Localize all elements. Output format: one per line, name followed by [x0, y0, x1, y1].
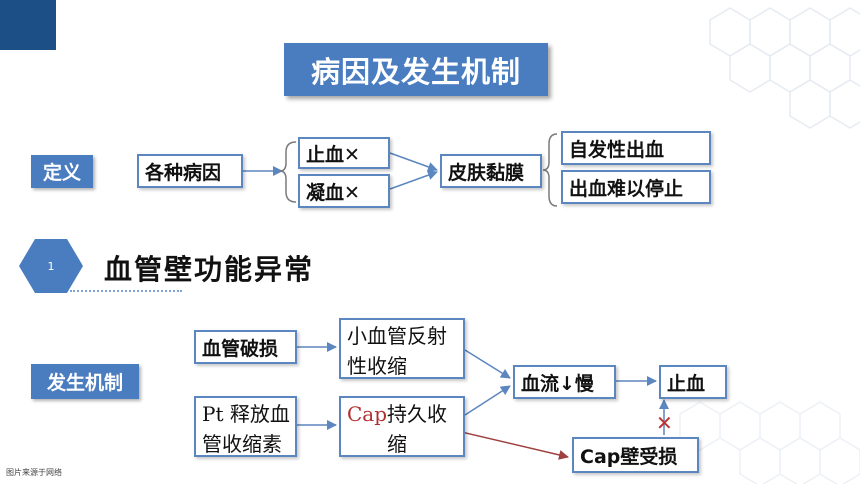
bleeding-hard-to-stop-box: 出血难以停止: [561, 170, 711, 204]
definition-label: 定义: [31, 155, 93, 188]
hemostasis-defect-box: 止血✕: [298, 137, 390, 169]
mechanism-label: 发生机制: [31, 364, 139, 399]
corner-decoration: [0, 0, 56, 50]
left-brace: [279, 141, 297, 203]
arrow-coagulation-to-skin: [389, 170, 438, 190]
coagulation-defect-box: 凝血✕: [298, 174, 390, 208]
cause-box: 各种病因: [137, 154, 243, 188]
skin-mucosa-box: 皮肤黏膜: [440, 154, 542, 188]
arrow-reflex-to-flow: [464, 349, 511, 379]
cap-wall-damage-box: Cap壁受损: [572, 437, 699, 473]
cap-prefix: Cap: [347, 402, 388, 426]
vessel-damage-box: 血管破损: [194, 330, 297, 364]
section-number: 1: [47, 259, 55, 273]
section-heading: 血管壁功能异常: [104, 253, 315, 286]
pt-release-box: Pt 释放血管收缩素: [194, 396, 297, 457]
slow-flow-box: 血流↓慢: [513, 365, 616, 399]
right-brace: [542, 133, 558, 207]
hexagon-pattern-decoration-bottom: [679, 401, 860, 484]
arrow-hemostasis-to-skin: [389, 152, 438, 172]
reflex-contraction-box: 小血管反射性收缩: [339, 318, 465, 379]
blocked-mark: ✕: [656, 411, 673, 435]
image-source-note: 图片来源于网络: [6, 468, 62, 477]
hemostasis-box: 止血: [659, 365, 727, 399]
dotted-underline: [70, 290, 182, 292]
hexagon-pattern-decoration: [709, 7, 860, 129]
cap-suffix: 持久收缩: [387, 402, 448, 456]
page-title: 病因及发生机制: [284, 43, 548, 96]
arrow-cap-to-flow: [464, 385, 511, 416]
spontaneous-bleeding-box: 自发性出血: [561, 131, 711, 165]
